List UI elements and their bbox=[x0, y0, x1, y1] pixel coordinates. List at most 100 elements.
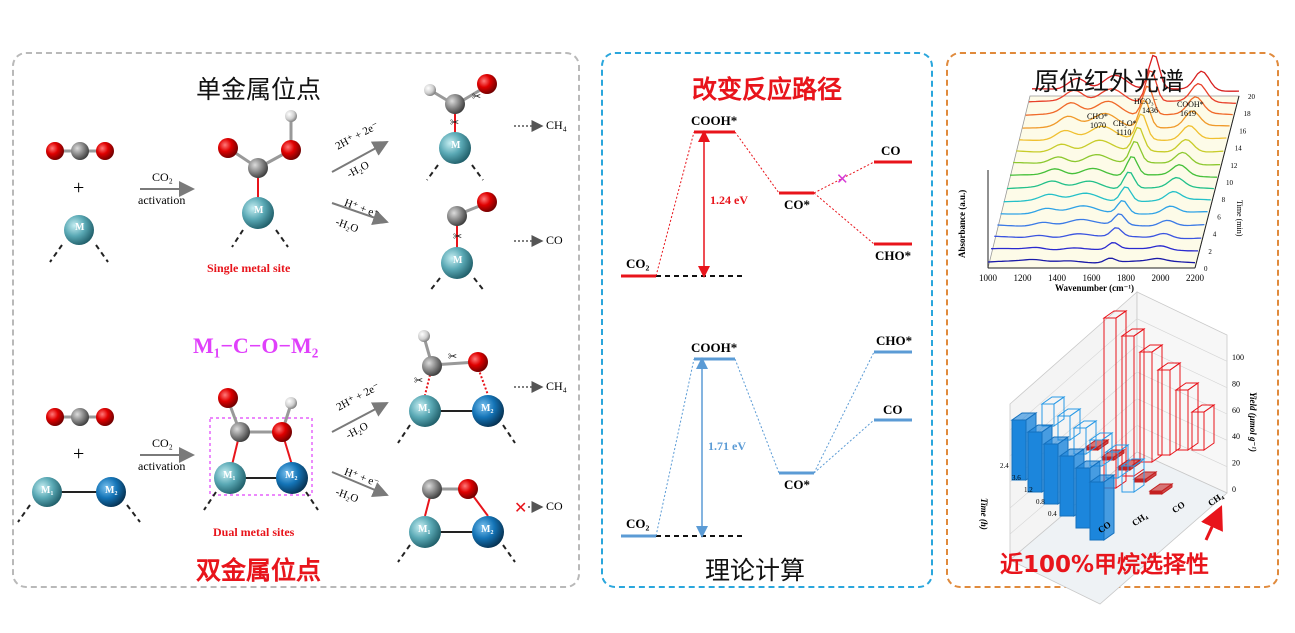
ir-spectrum-line bbox=[1009, 156, 1218, 178]
theory-calculation-footer: 理论计算 bbox=[705, 556, 806, 585]
cho-on-dual-site: ✂ ✂ bbox=[397, 330, 516, 444]
ir-xtick-label: 2200 bbox=[1186, 273, 1205, 283]
ir-anno-cho: CHO* bbox=[1087, 112, 1108, 121]
ir-spectrum-line bbox=[1003, 186, 1211, 203]
yield-time-tick-label: 0.8 bbox=[1036, 498, 1045, 506]
ir-spectrum-line bbox=[1016, 126, 1224, 153]
atom-label-m2: M₂ bbox=[105, 485, 118, 496]
yield-bar bbox=[1120, 328, 1146, 477]
single-cooh-label: COOH* bbox=[691, 113, 738, 128]
dual-co-star-label: CO* bbox=[784, 477, 810, 492]
ir-xtick-label: 1200 bbox=[1014, 273, 1033, 283]
atom-label-m1-cho: M₁ bbox=[418, 403, 431, 414]
ir-anno-1070: 1070 bbox=[1090, 121, 1106, 130]
path-arrow-co-single bbox=[331, 202, 389, 225]
bridge-formula: M₁−C−O−M₂ bbox=[193, 333, 319, 358]
atom-label-m1-cooh: M₁ bbox=[223, 470, 236, 481]
ir-xtick-label: 1000 bbox=[979, 273, 998, 283]
ir-anno-cooh: COOH* bbox=[1177, 100, 1204, 109]
product-co-top: CO bbox=[546, 233, 563, 247]
ir-spectrum-line bbox=[1013, 140, 1221, 166]
reaction-path-panel bbox=[601, 52, 933, 588]
ir-anno-ch2o: CH₂O* bbox=[1113, 119, 1137, 128]
atom-label-m2-co: M₂ bbox=[481, 524, 494, 535]
dual-site-title: 双金属位点 bbox=[196, 556, 322, 585]
energy-profile-dual bbox=[621, 350, 912, 538]
ir-xtick-label: 1400 bbox=[1048, 273, 1067, 283]
selectivity-footer: 近100%甲烷选择性 bbox=[1000, 552, 1210, 578]
ir-time-tick-label: 8 bbox=[1222, 196, 1226, 204]
ir-spectrum-line bbox=[987, 257, 1196, 264]
ir-spectrum-line bbox=[1000, 199, 1208, 215]
dual-co2-label: CO₂ bbox=[626, 516, 650, 531]
energy-profile-single: ✕ bbox=[621, 130, 912, 278]
ir-time-tick-label: 2 bbox=[1208, 248, 1212, 256]
co-on-single-site: ✂ bbox=[428, 192, 497, 293]
yield-zlabel: Yield (μmol g⁻¹) bbox=[1248, 392, 1258, 452]
atom-label-m-cooh: M bbox=[254, 205, 264, 216]
single-site-title: 单金属位点 bbox=[196, 75, 322, 104]
cooh-on-single-site bbox=[218, 110, 301, 248]
co2-molecule-top bbox=[46, 142, 114, 160]
cho-on-single-site: ✂ ✂ bbox=[424, 74, 497, 181]
ir-spectrum-line bbox=[1022, 99, 1230, 129]
yield-bar bbox=[1138, 344, 1164, 463]
atom-label-m-cho: M bbox=[451, 140, 461, 151]
in-situ-ir-title: 原位红外光谱 bbox=[1034, 67, 1185, 96]
yield-time-tick-label: 2.4 bbox=[1000, 462, 1009, 470]
ir-anno-1619: 1619 bbox=[1180, 109, 1196, 118]
cooh-on-dual-site bbox=[203, 388, 319, 511]
ir-time-tick-label: 16 bbox=[1239, 127, 1247, 135]
highlight-arrow bbox=[1201, 505, 1223, 541]
yield-bar bbox=[1120, 458, 1146, 493]
dual-cooh-label: COOH* bbox=[691, 340, 738, 355]
co2-molecule-bottom bbox=[46, 408, 114, 426]
ir-time-tick-label: 20 bbox=[1248, 93, 1256, 101]
atom-label-m2-cho: M₂ bbox=[481, 403, 494, 414]
product-ch4-top: CH₄ bbox=[546, 118, 567, 132]
blocked-co-icon: ✕ bbox=[836, 170, 849, 188]
yield-ztick-label: 80 bbox=[1232, 379, 1240, 388]
ir-time-label: Time (min) bbox=[1235, 200, 1244, 237]
yield-bar bbox=[1174, 382, 1200, 451]
ir-spectrum-line bbox=[1025, 85, 1233, 116]
ir-xtick-label: 1600 bbox=[1083, 273, 1102, 283]
single-dual-site-panel bbox=[12, 52, 580, 588]
ir-spectrum-line bbox=[1032, 54, 1240, 92]
ir-spectrum-line bbox=[1006, 171, 1214, 190]
single-co2-label: CO₂ bbox=[626, 256, 650, 271]
yield-ztick-label: 60 bbox=[1232, 406, 1240, 415]
svg-text:✂: ✂ bbox=[414, 374, 423, 387]
ir-anno-hco3: HCO₃⁻ bbox=[1134, 97, 1158, 106]
product-co-bottom: CO bbox=[546, 499, 563, 513]
yield-time-axis-label: Time (h) bbox=[979, 498, 989, 530]
blocked-x-icon: ✕ bbox=[514, 498, 527, 517]
yield-bar bbox=[1148, 483, 1174, 495]
yield-time-tick-label: 1.2 bbox=[1024, 486, 1033, 494]
yield-ztick-label: 40 bbox=[1232, 432, 1240, 441]
single-co-label: CO bbox=[881, 143, 901, 158]
single-co-star-label: CO* bbox=[784, 197, 810, 212]
atom-label-m-co: M bbox=[453, 255, 463, 266]
reaction-path-title: 改变反应路径 bbox=[692, 75, 843, 104]
dual-barrier-label: 1.71 eV bbox=[708, 439, 746, 453]
yield-time-tick-label: 3.6 bbox=[1012, 474, 1021, 482]
atom-label-m1: M₁ bbox=[41, 485, 54, 496]
activation-label-top: activation bbox=[138, 193, 186, 207]
activation-reactant-bottom: CO₂ bbox=[152, 436, 173, 450]
product-ch4-bottom: CH₄ bbox=[546, 379, 567, 393]
dual-site-label: Dual metal sites bbox=[213, 525, 295, 539]
path-arrow-co-dual bbox=[331, 471, 389, 497]
ir-anno-1436: 1436 bbox=[1142, 106, 1158, 115]
ir-time-tick-label: 0 bbox=[1204, 265, 1208, 273]
ir-spectrum-line bbox=[1028, 70, 1236, 104]
co-on-dual-site bbox=[397, 479, 516, 563]
svg-text:✂: ✂ bbox=[453, 230, 462, 243]
dual-metal-atoms bbox=[17, 477, 141, 523]
activation-label-bottom: activation bbox=[138, 459, 186, 473]
ir-xlabel: Wavenumber (cm⁻¹) bbox=[1055, 283, 1135, 293]
ir-time-tick-label: 4 bbox=[1213, 231, 1217, 239]
yield-bar bbox=[1190, 404, 1216, 451]
path-arrow-ch4-dual bbox=[331, 402, 389, 433]
